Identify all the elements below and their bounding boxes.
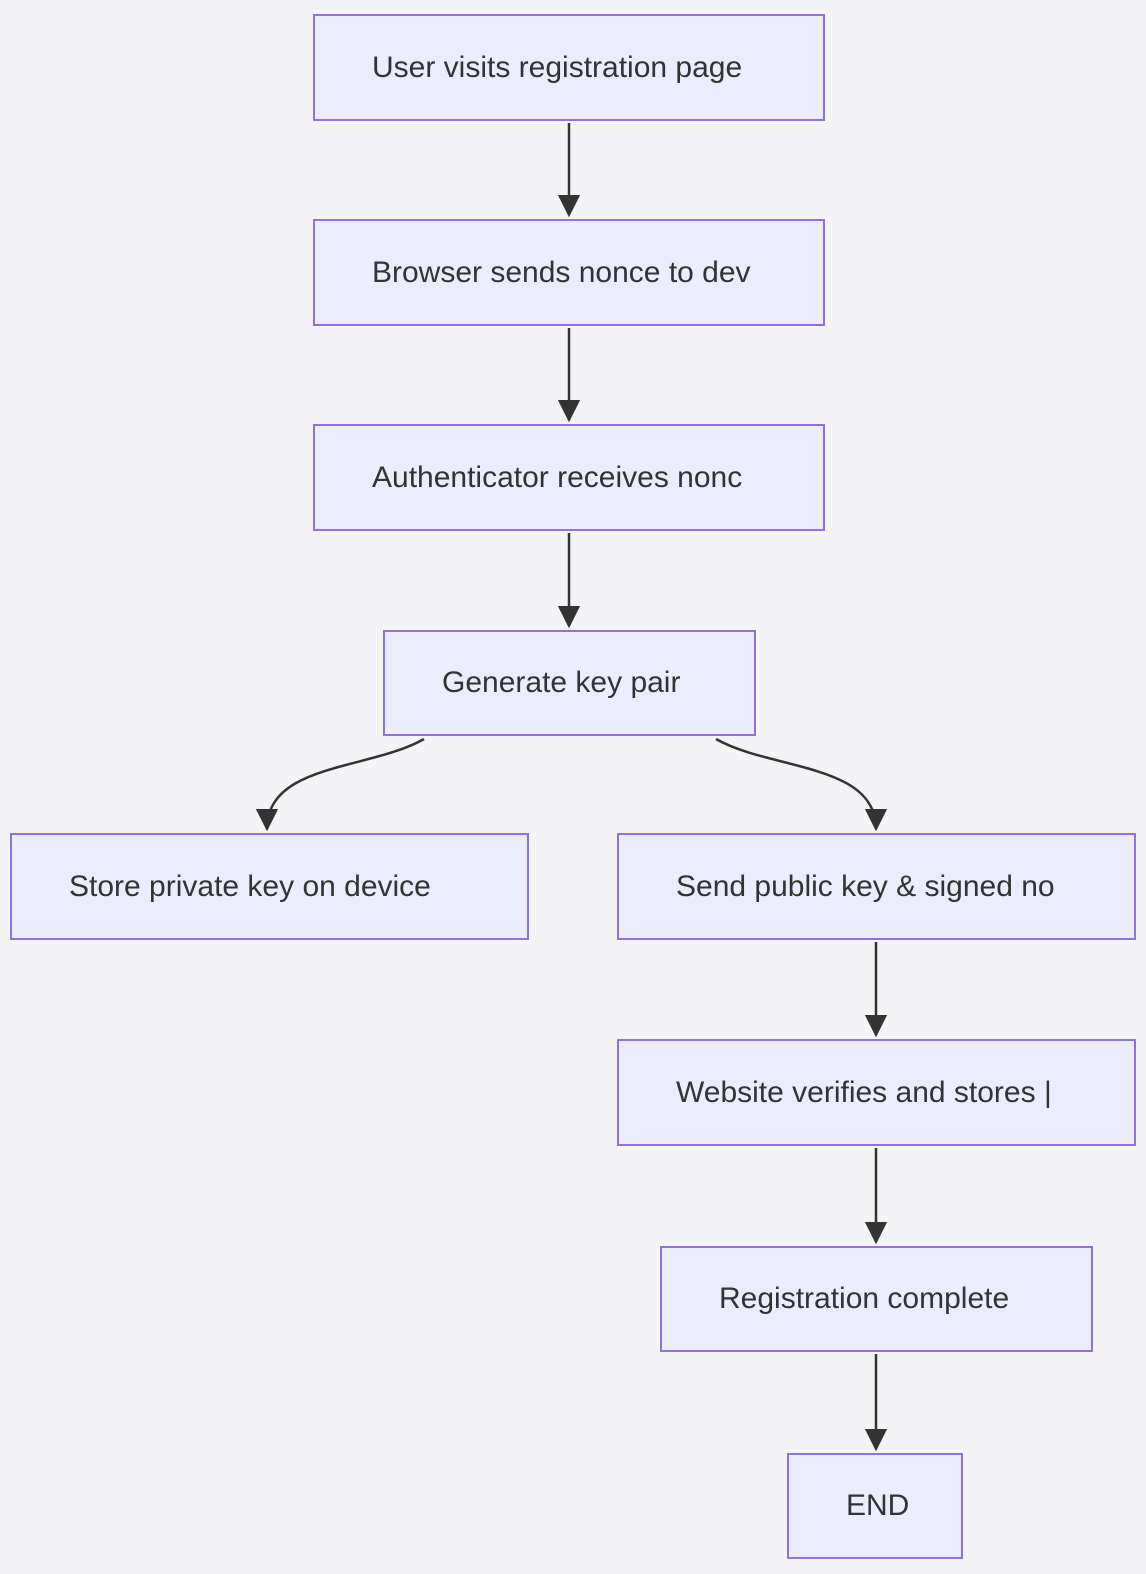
node-generate-key-pair: Generate key pair bbox=[383, 630, 756, 736]
node-label: Website verifies and stores | bbox=[676, 1075, 1052, 1109]
node-website-verifies-and-stores: Website verifies and stores | bbox=[617, 1039, 1136, 1146]
node-authenticator-receives-nonce: Authenticator receives nonc bbox=[313, 424, 825, 531]
node-send-public-key-signed-nonce: Send public key & signed no bbox=[617, 833, 1136, 940]
node-label: Generate key pair bbox=[442, 666, 681, 699]
node-label: END bbox=[846, 1489, 910, 1522]
node-registration-complete: Registration complete bbox=[660, 1246, 1093, 1352]
node-label: Browser sends nonce to dev bbox=[372, 255, 751, 289]
node-browser-sends-nonce: Browser sends nonce to dev bbox=[313, 219, 825, 326]
node-store-private-key-on-device: Store private key on device bbox=[10, 833, 529, 940]
edge-d-f bbox=[715, 737, 888, 832]
node-label: Registration complete bbox=[719, 1282, 1010, 1315]
node-label: User visits registration page bbox=[372, 50, 743, 84]
node-end: END bbox=[787, 1453, 963, 1559]
node-label: Send public key & signed no bbox=[676, 869, 1055, 903]
node-label: Store private key on device bbox=[69, 869, 431, 903]
edge-d-e bbox=[255, 737, 425, 832]
node-label: Authenticator receives nonc bbox=[372, 460, 743, 494]
node-user-visits-registration-page: User visits registration page bbox=[313, 14, 825, 121]
